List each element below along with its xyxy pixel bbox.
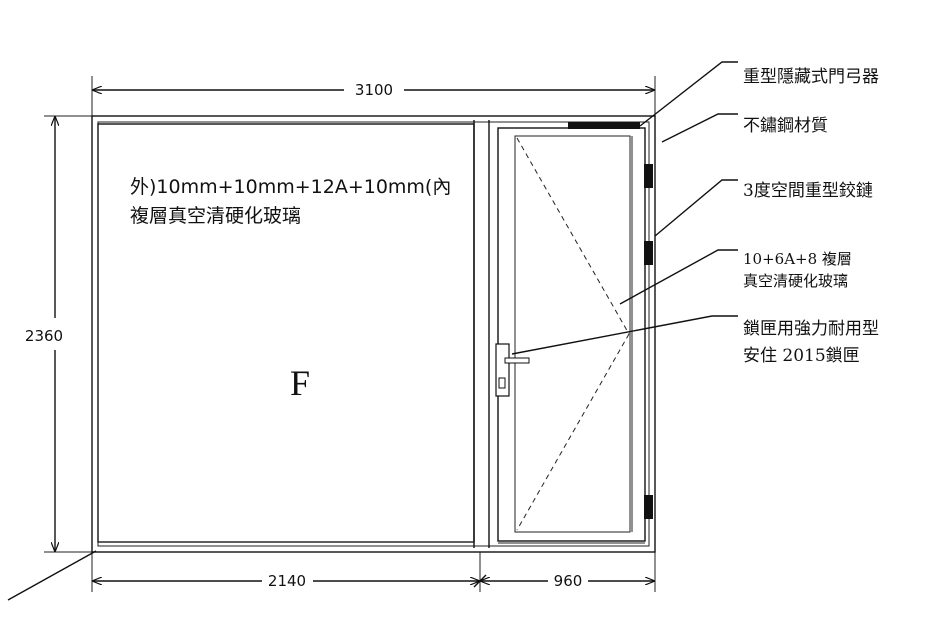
bottom-dimensions: 2140 960 <box>91 552 656 592</box>
hinge-middle-icon <box>644 241 653 265</box>
hinge-bottom-icon <box>644 495 653 519</box>
overall-width-dimension: 3100 <box>91 76 656 116</box>
door-leaf <box>497 127 646 544</box>
fixed-panel-width-label: 2140 <box>268 572 306 590</box>
overall-height-dimension: 2360 <box>25 115 92 553</box>
overall-width-label: 3100 <box>355 81 393 99</box>
door-handle-icon <box>495 343 530 397</box>
fixed-panel-mark: F <box>290 363 310 403</box>
door-closer-icon <box>568 122 640 129</box>
material-callout: 不鏽鋼材質 <box>743 116 828 136</box>
lock-callout-line1: 鎖匣用強力耐用型 <box>743 319 879 339</box>
fixed-glass-panel: 外)10mm+10mm+12A+10mm(內 複層真空清硬化玻璃 F <box>97 120 490 548</box>
door-glass-callout-line2: 真空清硬化玻璃 <box>743 272 848 290</box>
fixed-glass-spec-line2: 複層真空清硬化玻璃 <box>130 205 301 227</box>
door-width-label: 960 <box>554 572 583 590</box>
hinge-callout: 3度空間重型鉸鏈 <box>743 181 873 201</box>
hinge-top-icon <box>644 164 653 188</box>
callouts: 重型隱藏式門弓器 不鏽鋼材質 3度空間重型鉸鏈 10+6A+8 複層 真空清硬化… <box>743 67 879 366</box>
door-closer-callout: 重型隱藏式門弓器 <box>743 67 879 87</box>
fixed-glass-spec-line1: 外)10mm+10mm+12A+10mm(內 <box>130 176 451 198</box>
overall-height-label: 2360 <box>25 327 63 345</box>
lock-callout-line2: 安住 2015鎖匣 <box>743 346 860 366</box>
door-swing-line-top <box>516 137 630 335</box>
leader-lines <box>7 61 738 601</box>
door-glass-callout-line1: 10+6A+8 複層 <box>743 250 852 268</box>
door-swing-line-bottom <box>516 333 630 531</box>
